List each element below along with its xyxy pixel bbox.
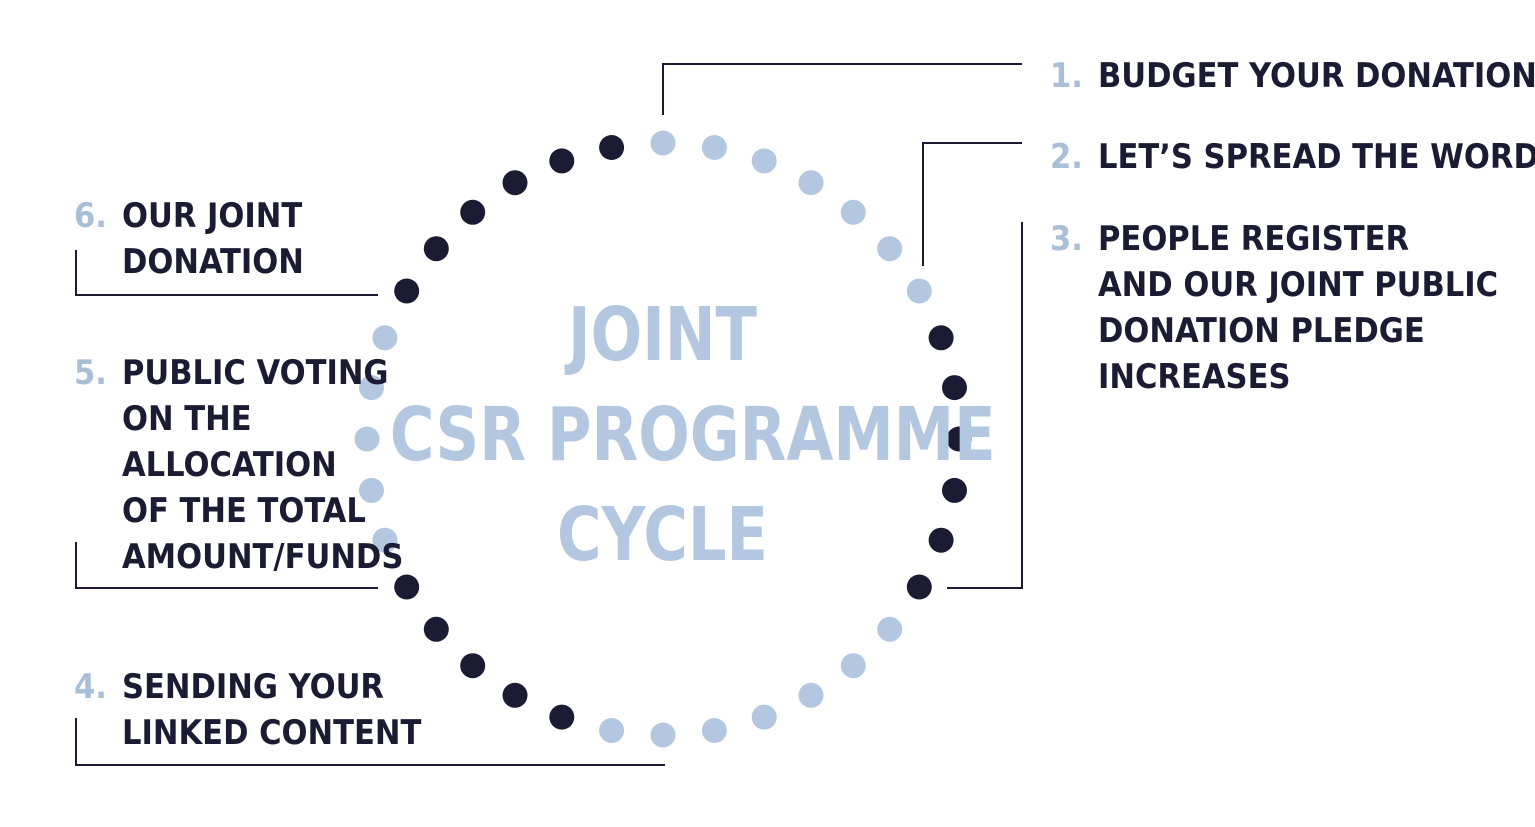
step-3: 3. PEOPLE REGISTER AND OUR JOINT PUBLIC …	[1050, 216, 1499, 400]
step-2: 2. LET’S SPREAD THE WORD	[1050, 134, 1535, 180]
connector-lines	[75, 63, 1023, 766]
cycle-dot-28	[354, 426, 380, 452]
cycle-dot-7	[906, 278, 932, 304]
cycle-dot-14	[877, 616, 903, 642]
cycle-dot-32	[423, 236, 449, 262]
cycle-dot-4	[798, 170, 824, 196]
cycle-dot-30	[372, 325, 398, 351]
step-2-number: 2.	[1050, 137, 1083, 177]
cycle-dot-19	[650, 722, 676, 748]
cycle-title-line-3: CYCLE	[557, 492, 768, 578]
step-5-line-2: ON THE	[122, 399, 252, 439]
cycle-dot-25	[394, 574, 420, 600]
cycle-dot-10	[946, 426, 972, 452]
cycle-dot-35	[549, 148, 575, 174]
connector-step-3	[947, 222, 1023, 589]
cycle-dot-24	[423, 616, 449, 642]
step-5-line-5: AMOUNT/FUNDS	[122, 537, 404, 577]
cycle-dot-26	[372, 527, 398, 553]
step-3-line-2: AND OUR JOINT PUBLIC	[1098, 265, 1499, 305]
step-4-line-2: LINKED CONTENT	[122, 713, 422, 753]
connector-step-2	[922, 142, 1022, 266]
cycle-dot-33	[460, 199, 486, 225]
connector-step-5	[75, 542, 378, 589]
step-6-line-1: OUR JOINT	[122, 196, 303, 236]
cycle-title: JOINT CSR PROGRAMME CYCLE	[330, 285, 996, 585]
step-5-line-4: OF THE TOTAL	[122, 491, 366, 531]
cycle-dot-34	[502, 170, 528, 196]
cycle-dot-11	[942, 477, 967, 503]
connector-step-1	[662, 63, 1022, 115]
step-5-line-1: PUBLIC VOTING	[122, 353, 389, 393]
cycle-dot-6	[877, 236, 903, 262]
cycle-dot-17	[751, 704, 777, 730]
cycle-dot-23	[460, 653, 486, 679]
cycle-dot-5	[840, 199, 866, 225]
cycle-dot-22	[502, 682, 528, 708]
step-6-line-2: DONATION	[122, 242, 304, 282]
step-5-line-3: ALLOCATION	[122, 445, 337, 485]
cycle-dot-1	[650, 130, 676, 156]
step-1-line-1: BUDGET YOUR DONATION	[1098, 56, 1535, 96]
cycle-dot-3	[751, 148, 777, 174]
connector-step-4	[75, 718, 665, 766]
cycle-title-line-2: CSR PROGRAMME	[389, 392, 996, 478]
cycle-dot-12	[928, 527, 954, 553]
cycle-dot-9	[942, 375, 967, 401]
cycle-dot-2	[701, 135, 727, 160]
step-5-number: 5.	[74, 353, 107, 393]
step-1-number: 1.	[1050, 56, 1083, 96]
step-5: 5. PUBLIC VOTING ON THE ALLOCATION OF TH…	[74, 350, 404, 580]
step-4-line-1: SENDING YOUR	[122, 667, 384, 707]
cycle-dots	[354, 130, 972, 748]
step-1: 1. BUDGET YOUR DONATION	[1050, 53, 1535, 99]
cycle-dot-36	[599, 135, 625, 160]
step-6: 6. OUR JOINT DONATION	[74, 193, 304, 285]
step-6-number: 6.	[74, 196, 107, 236]
cycle-dot-13	[906, 574, 932, 600]
step-3-line-4: INCREASES	[1098, 357, 1291, 397]
cycle-title-line-1: JOINT	[568, 292, 757, 378]
step-3-number: 3.	[1050, 219, 1083, 259]
cycle-dot-21	[549, 704, 575, 730]
step-2-line-1: LET’S SPREAD THE WORD	[1098, 137, 1535, 177]
cycle-dot-20	[599, 718, 625, 743]
cycle-dot-16	[798, 682, 824, 708]
connector-step-6	[75, 250, 378, 296]
cycle-dot-8	[928, 325, 954, 351]
step-3-line-1: PEOPLE REGISTER	[1098, 219, 1410, 259]
step-4: 4. SENDING YOUR LINKED CONTENT	[74, 664, 422, 756]
step-4-number: 4.	[74, 667, 107, 707]
step-3-line-3: DONATION PLEDGE	[1098, 311, 1425, 351]
cycle-dot-27	[359, 477, 384, 503]
cycle-dot-31	[394, 278, 420, 304]
cycle-dot-29	[359, 375, 384, 401]
cycle-dot-18	[701, 718, 727, 743]
cycle-dot-15	[840, 653, 866, 679]
